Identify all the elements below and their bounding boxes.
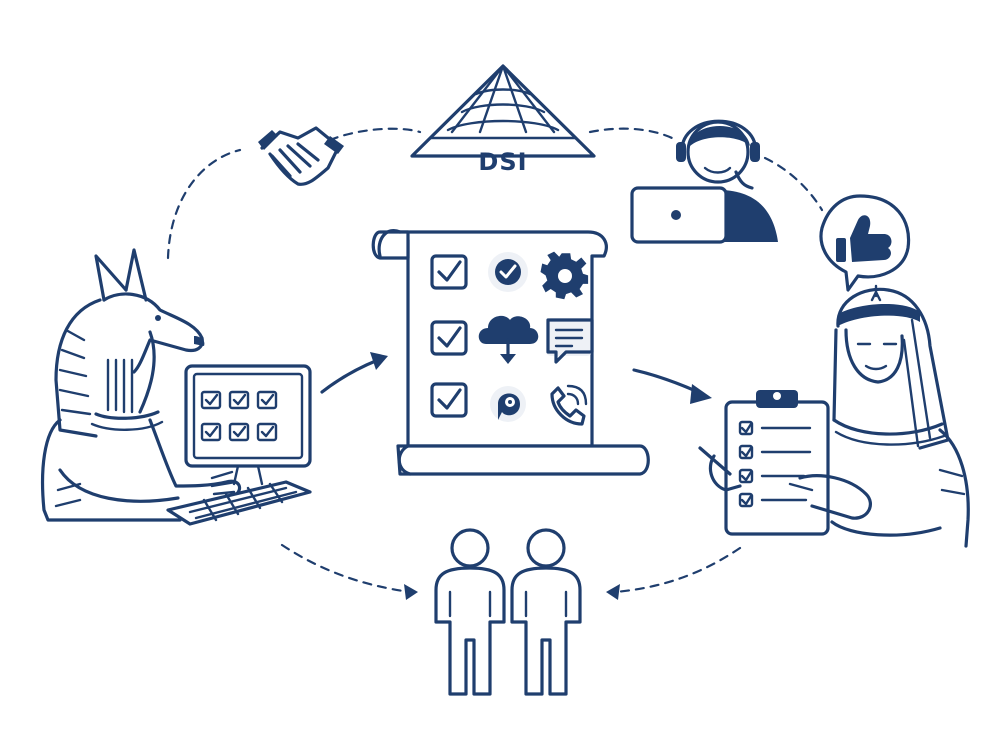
key-search-icon — [490, 386, 526, 422]
arrowhead-right — [606, 584, 620, 600]
arrowhead-left — [404, 584, 418, 600]
dashed-connectors — [166, 127, 824, 600]
pyramid-web-icon: DSI — [410, 64, 596, 176]
flow-arrows — [320, 352, 712, 404]
chat-bubble-icon — [546, 318, 594, 364]
checklist-scroll-icon — [371, 229, 650, 476]
gear-icon — [540, 251, 589, 300]
cloud-download-icon — [478, 315, 539, 364]
handshake-icon — [258, 126, 344, 186]
egyptian-figure-icon — [698, 284, 970, 548]
clipboard-checklist — [738, 420, 812, 508]
phone-call-icon — [550, 384, 588, 426]
headset-agent-icon — [630, 119, 778, 244]
dsi-label: DSI — [478, 148, 527, 176]
anubis-figure-icon — [40, 248, 312, 526]
thumbs-up-bubble-icon — [819, 194, 911, 292]
two-users-icon — [434, 528, 582, 696]
monitor-checkboxes — [200, 390, 278, 442]
